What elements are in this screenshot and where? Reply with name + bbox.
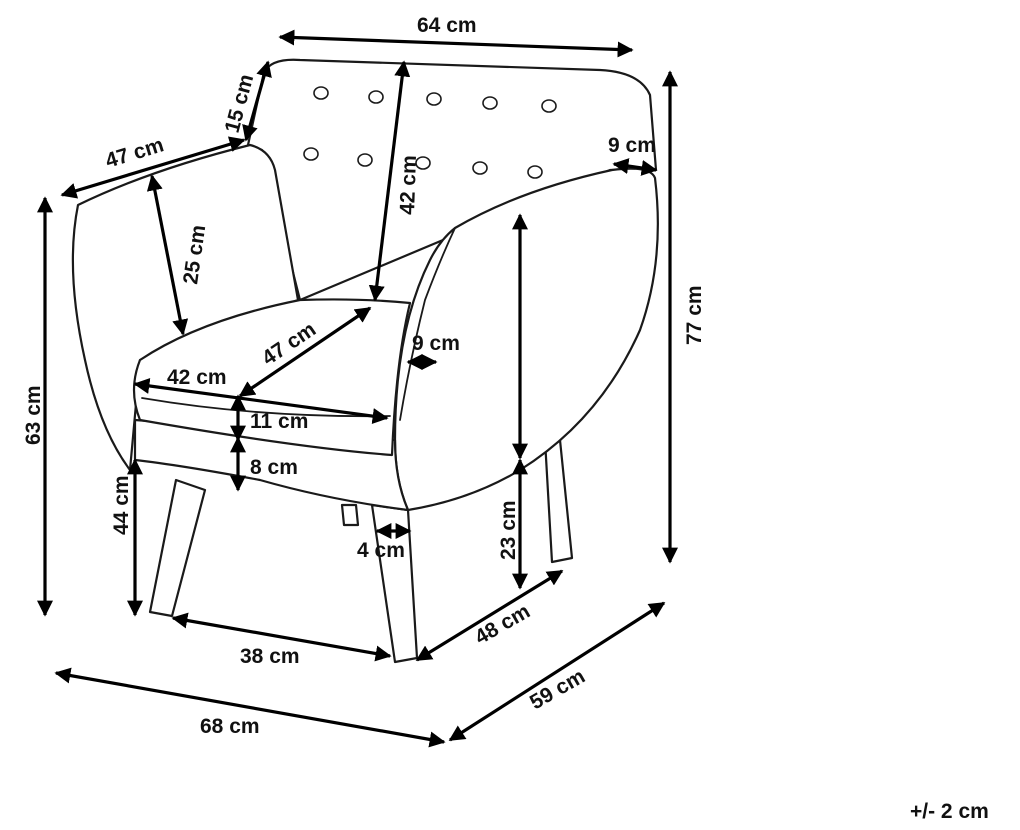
tufting-button bbox=[357, 153, 373, 167]
dim-arrow-top-width bbox=[278, 29, 634, 58]
leg-front-left bbox=[148, 478, 207, 618]
leg-front-right bbox=[370, 503, 419, 664]
label-seat-height: 44 cm bbox=[110, 475, 133, 535]
dim-arrow-total-depth bbox=[448, 601, 666, 742]
tufting-button bbox=[368, 90, 384, 104]
tufting-button bbox=[303, 147, 319, 161]
tufting-button bbox=[426, 92, 442, 106]
right-armrest-inner bbox=[399, 227, 456, 421]
leg-back-right bbox=[543, 438, 574, 564]
label-total-height: 77 cm bbox=[683, 285, 706, 345]
label-total-width: 68 cm bbox=[200, 715, 260, 738]
dim-arrow-arm-top bbox=[612, 158, 658, 176]
label-top-width: 64 cm bbox=[417, 14, 477, 37]
dim-arrow-inner-arm bbox=[146, 174, 189, 336]
label-backrest-height: 42 cm bbox=[396, 155, 421, 215]
tufting-button bbox=[482, 96, 498, 110]
tufting-button bbox=[313, 86, 329, 100]
tufting-button bbox=[472, 161, 488, 175]
label-cushion-height: 11 cm bbox=[250, 410, 308, 433]
label-arm-total: 63 cm bbox=[22, 385, 45, 445]
label-seat-base: 8 cm bbox=[250, 456, 298, 479]
label-seat-width: 42 cm bbox=[167, 366, 227, 389]
tolerance-note: +/- 2 cm bbox=[910, 800, 989, 823]
dimension-arrows bbox=[37, 29, 678, 748]
leg-back-hidden bbox=[340, 503, 360, 527]
dim-arrow-total-width bbox=[54, 667, 446, 748]
label-leg-span-front: 38 cm bbox=[240, 645, 300, 668]
dim-arrow-seat-width bbox=[133, 377, 389, 425]
label-arm-side: 9 cm bbox=[412, 332, 460, 355]
dim-arrow-leg-span-front bbox=[171, 612, 392, 662]
dim-arrow-backrest-height bbox=[368, 60, 411, 302]
tufting-button bbox=[527, 165, 543, 179]
dim-arrow-leg-span-side bbox=[415, 569, 564, 662]
dim-arrow-back-tilt bbox=[242, 60, 272, 142]
label-leg-height: 23 cm bbox=[497, 500, 520, 560]
label-arm-top: 9 cm bbox=[608, 134, 656, 157]
dim-arrow-arm-depth bbox=[60, 136, 246, 199]
label-leg-thickness: 4 cm bbox=[357, 539, 405, 562]
tufting-button bbox=[541, 99, 557, 113]
tufting-button bbox=[415, 156, 431, 170]
